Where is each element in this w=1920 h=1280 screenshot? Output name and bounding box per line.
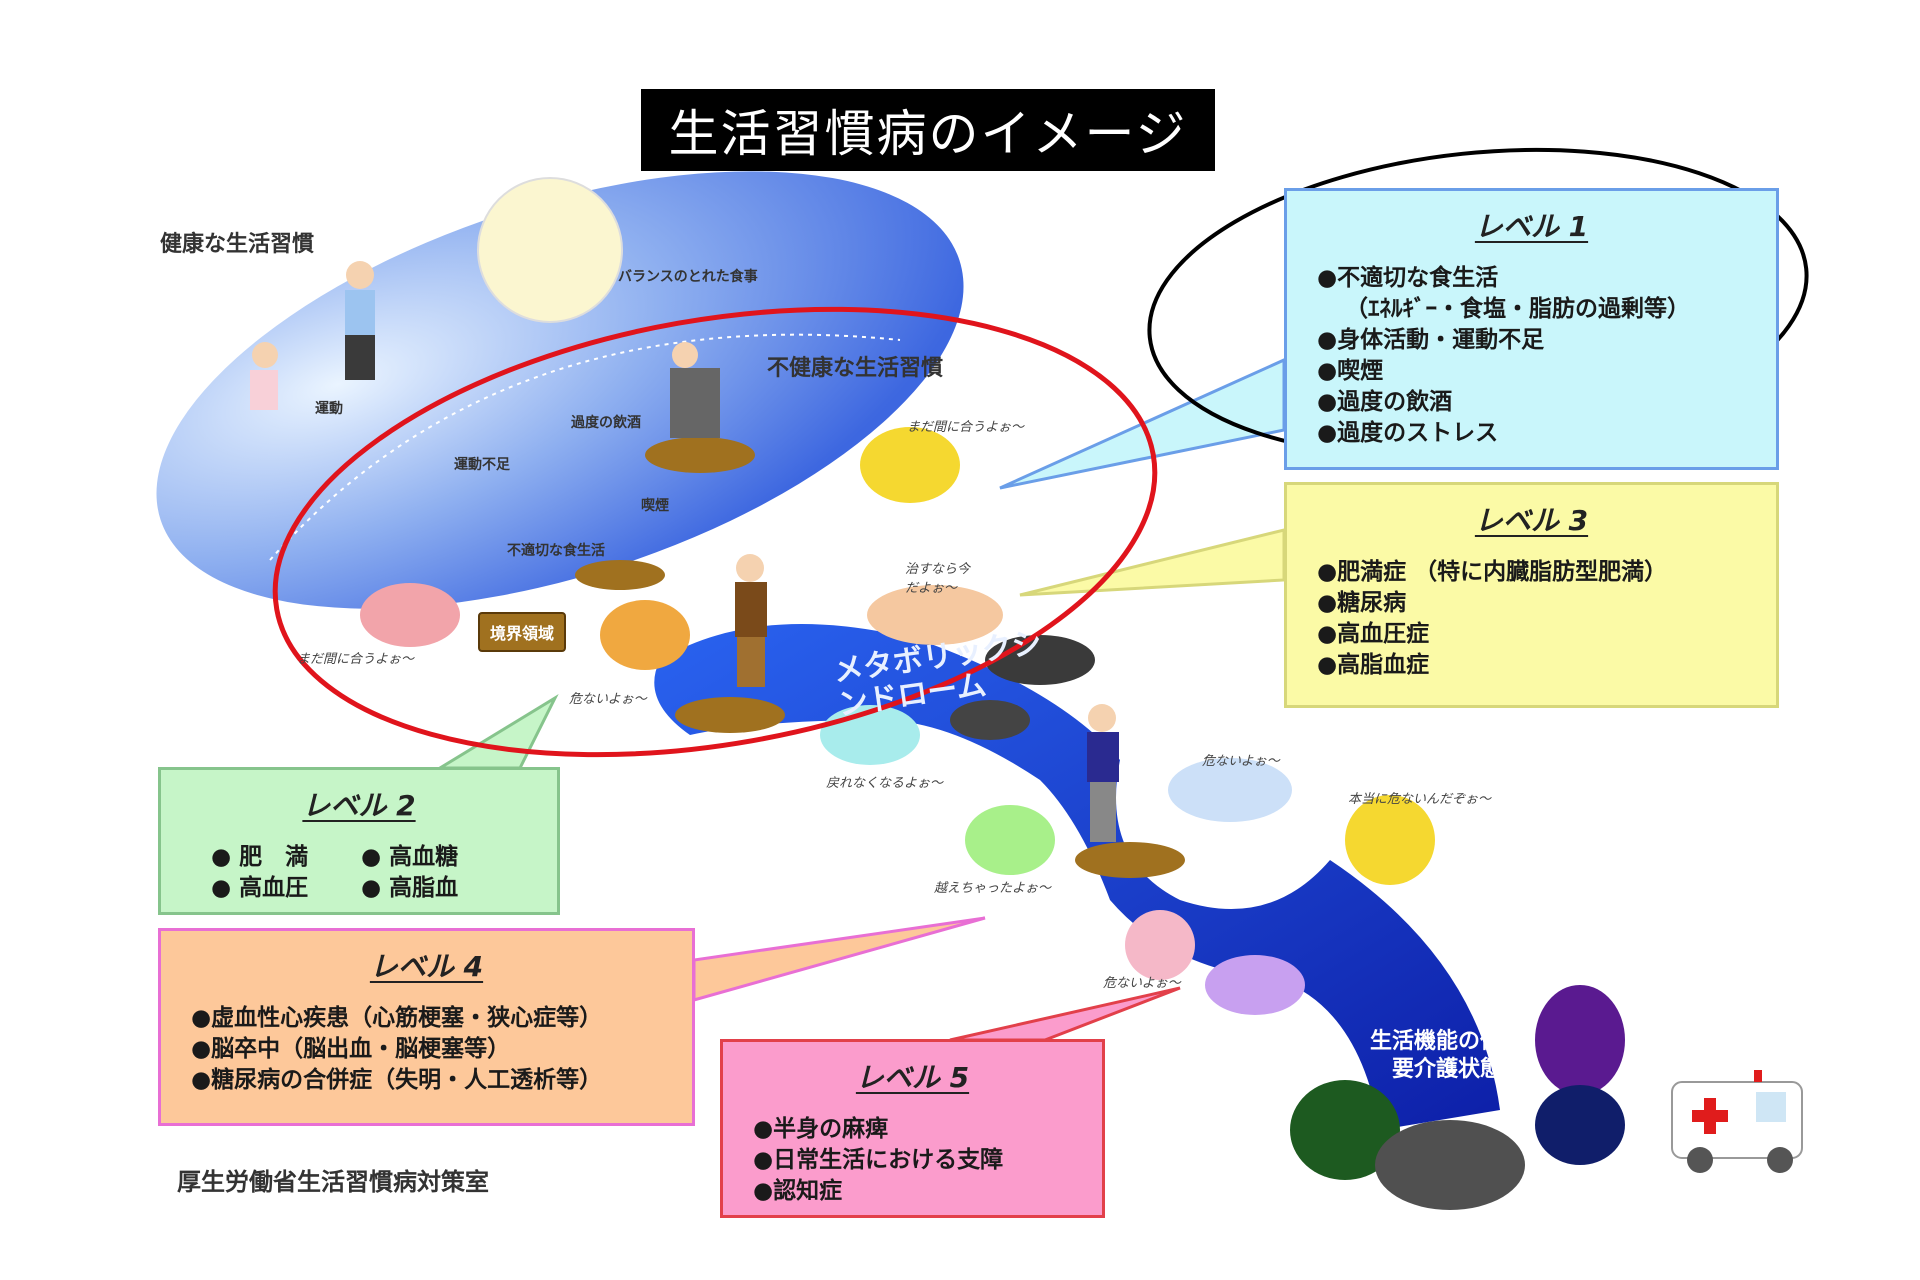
decline-label: 生活機能の低下 要介護状態 [1370,1028,1524,1084]
food-plate-illustration [477,177,623,323]
level5-box: レベル 5 半身の麻痺 日常生活における支障 認知症 [720,1039,1105,1218]
healthy-habits-label: 健康な生活習慣 [160,232,315,257]
level1-heading: レベル 1 [1474,210,1589,243]
level4-box: レベル 4 虚血性心疾患（心筋梗塞・狭心症等） 脳卒中（脳出血・脳梗塞等） 糖尿… [158,928,695,1126]
unhealthy-habits-label: 不健康な生活習慣 [767,356,944,381]
speech-danger-1: 危ないよぉ～ [569,692,647,707]
blob-creature [600,600,690,670]
blob-creature [860,427,960,503]
speech-still-time-right: まだ間に合うよぉ～ [907,420,1025,435]
blob-creature [1125,910,1195,980]
level3-item: 肥満症 （特に内臓脂肪型肥満） [1317,557,1746,588]
speech-still-time-left: まだ間に合うよぉ～ [297,652,415,667]
level1-item: 過度の飲酒 [1317,387,1746,418]
smoking-label: 喫煙 [641,498,669,514]
level3-pointer [1019,528,1286,597]
blob-creature [965,805,1055,875]
level2-item: 肥 満 [211,842,361,873]
speech-cure-now: 治すなら今だよぉ～ [905,562,971,596]
people-illustration [250,261,1119,842]
lack-of-exercise-label: 運動不足 [454,457,510,473]
level3-box: レベル 3 肥満症 （特に内臓脂肪型肥満） 糖尿病 高血圧症 高脂血症 [1284,482,1779,708]
footer-source: 厚生労働省生活習慣病対策室 [177,1168,489,1196]
level4-pointer [692,916,986,1002]
page-title: 生活習慣病のイメージ [641,89,1215,171]
blob-creature [1345,795,1435,885]
decline-line1: 生活機能の低下 [1370,1029,1525,1054]
blob-creature [1535,985,1625,1095]
level5-pointer [949,986,1181,1042]
blob-creature [1205,955,1305,1015]
level1-item: 不適切な食生活 [1317,263,1746,294]
level4-item: 脳卒中（脳出血・脳梗塞等） [191,1034,662,1065]
level4-item: 虚血性心疾患（心筋梗塞・狭心症等） [191,1003,662,1034]
level1-item: 身体活動・運動不足 [1317,325,1746,356]
level5-item: 日常生活における支障 [753,1145,1072,1176]
borderline-sign: 境界領域 [478,612,567,652]
level2-item: 高脂血 [361,873,511,904]
decline-line2: 要介護状態 [1392,1057,1503,1082]
speech-danger-3: 危ないよぉ～ [1103,976,1181,991]
blob-creature [1290,1080,1400,1180]
excess-drinking-label: 過度の飲酒 [571,415,641,431]
blob-creature [1375,1120,1525,1210]
speech-danger-2: 危ないよぉ～ [1202,754,1280,769]
level2-item: 高血圧 [211,873,361,904]
speech-crossed: 越えちゃったよぉ～ [934,881,1052,896]
level1-item-note: （ｴﾈﾙｷﾞｰ・食塩・脂肪の過剰等） [1345,296,1690,322]
level3-heading: レベル 3 [1474,504,1589,537]
blob-creature [1535,1085,1625,1165]
level4-item: 糖尿病の合併症（失明・人工透析等） [191,1065,662,1096]
speech-really-danger: 本当に危ないんだぞぉ～ [1348,792,1492,807]
level1-item: 過度のストレス [1317,418,1746,449]
level2-heading: レベル 2 [302,789,416,822]
level3-item: 高脂血症 [1317,650,1746,681]
speech-no-return: 戻れなくなるよぉ～ [826,776,944,791]
ambulance-icon [1671,1070,1803,1173]
level1-item: 喫煙 [1317,356,1746,387]
level3-item: 高血圧症 [1317,619,1746,650]
level2-item: 高血糖 [361,842,511,873]
red-highlight-circle [272,306,1158,758]
level2-box: レベル 2 肥 満 高血糖 高血圧 高脂血 [158,767,560,915]
balanced-diet-label: バランスのとれた食事 [618,269,758,285]
level2-pointer [434,694,559,770]
blob-creature [867,585,1003,645]
level1-box: レベル 1 不適切な食生活 （ｴﾈﾙｷﾞｰ・食塩・脂肪の過剰等） 身体活動・運動… [1284,188,1779,470]
poor-diet-label: 不適切な食生活 [507,543,605,559]
level5-item: 認知症 [753,1176,1072,1207]
level3-item: 糖尿病 [1317,588,1746,619]
blob-creature [1168,758,1292,822]
level5-item: 半身の麻痺 [753,1114,1072,1145]
level4-heading: レベル 4 [369,950,484,983]
exercise-label: 運動 [315,401,343,417]
level5-heading: レベル 5 [855,1061,970,1094]
blob-creature [360,583,460,647]
